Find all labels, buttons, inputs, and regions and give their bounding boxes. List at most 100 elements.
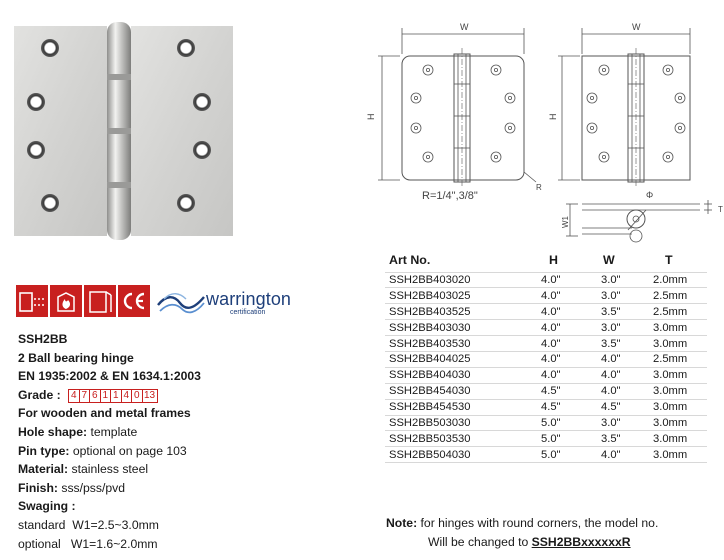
door-rating-icon <box>16 285 48 317</box>
cell-h: 4.0" <box>535 303 595 320</box>
pin-type-value: optional on page 103 <box>72 443 187 458</box>
cell-t: 2.0mm <box>653 271 707 288</box>
cell-w: 4.0" <box>595 382 653 400</box>
cell-art-no: SSH2BB403525 <box>385 303 535 320</box>
finish-label: Finish: <box>18 480 58 495</box>
optional-swaging: optional W1=1.6~2.0mm <box>18 536 158 551</box>
cell-t: 3.0mm <box>653 398 707 416</box>
cell-art-no: SSH2BB454030 <box>385 382 535 400</box>
header-w: W <box>603 252 615 267</box>
product-specifications: SSH2BB 2 Ball bearing hinge EN 1935:2002… <box>18 330 318 553</box>
cell-h: 5.0" <box>535 430 595 447</box>
cell-art-no: SSH2BB503530 <box>385 430 535 447</box>
note-label: Note: <box>386 516 418 530</box>
cell-h: 4.0" <box>535 271 595 288</box>
cell-t: 3.0mm <box>653 446 707 464</box>
w1-dimension-label: W1 <box>561 215 570 228</box>
cell-t: 3.0mm <box>653 366 707 384</box>
cell-art-no: SSH2BB503030 <box>385 414 535 431</box>
pin-type-label: Pin type: <box>18 443 70 458</box>
grade-digit: 13 <box>141 388 158 403</box>
cell-h: 4.5" <box>535 382 595 400</box>
cell-h: 5.0" <box>535 446 595 464</box>
left-leaf <box>14 26 107 236</box>
technical-drawing: W W H H R R=1/4",3/8" W1 T Φ <box>366 22 723 243</box>
table-header-row: Art No. H W T <box>385 248 707 272</box>
square-corner-hinge-drawing <box>558 28 691 188</box>
cell-w: 4.5" <box>595 398 653 416</box>
standard-swaging: standard W1=2.5~3.0mm <box>18 517 159 532</box>
finish-value: sss/pss/pvd <box>61 480 126 495</box>
header-art-no: Art No. <box>389 252 431 267</box>
fire-rating-icon <box>50 285 82 317</box>
model-code: SSH2BB <box>18 332 68 346</box>
cell-w: 3.5" <box>595 335 653 352</box>
cell-w: 3.5" <box>595 303 653 320</box>
certification-strip: warrington certification <box>16 285 306 319</box>
round-corner-hinge-drawing <box>378 28 537 188</box>
door-fire-icon <box>84 285 116 317</box>
cell-art-no: SSH2BB404030 <box>385 366 535 384</box>
cell-art-no: SSH2BB504030 <box>385 446 535 464</box>
diameter-label: Φ <box>646 190 653 200</box>
cell-art-no: SSH2BB454530 <box>385 398 535 416</box>
cell-w: 4.0" <box>595 446 653 464</box>
drawing-holes-left <box>410 64 516 163</box>
radius-caption: R=1/4",3/8" <box>422 190 478 202</box>
cell-h: 4.0" <box>535 335 595 352</box>
cell-h: 4.0" <box>535 366 595 384</box>
cell-t: 3.0mm <box>653 319 707 336</box>
ce-mark-icon <box>118 285 150 317</box>
note: Note: for hinges with round corners, the… <box>386 514 720 552</box>
screw-holes <box>27 39 211 212</box>
cell-art-no: SSH2BB403020 <box>385 271 535 288</box>
swaging-label: Swaging : <box>18 499 76 514</box>
cell-w: 3.0" <box>595 287 653 304</box>
use-description: For wooden and metal frames <box>18 406 191 421</box>
standards: EN 1935:2002 & EN 1634.1:2003 <box>18 369 201 384</box>
cell-t: 3.0mm <box>653 414 707 431</box>
hole-shape-label: Hole shape: <box>18 424 88 439</box>
cell-w: 4.0" <box>595 350 653 368</box>
width-dimension-label-2: W <box>632 22 641 32</box>
cell-w: 4.0" <box>595 366 653 384</box>
cell-h: 4.5" <box>535 398 595 416</box>
thickness-dimension-label: T <box>718 205 723 214</box>
cell-h: 4.0" <box>535 287 595 304</box>
cell-h: 4.0" <box>535 350 595 368</box>
height-dimension-label-2: H <box>548 114 558 121</box>
material-value: stainless steel <box>71 462 149 477</box>
header-h: H <box>549 252 558 267</box>
hinge-side-view <box>566 200 712 243</box>
material-label: Material: <box>18 462 69 477</box>
cell-t: 2.5mm <box>653 303 707 320</box>
cell-t: 2.5mm <box>653 350 707 368</box>
drawing-holes-right <box>586 64 686 163</box>
cell-h: 4.0" <box>535 319 595 336</box>
header-t: T <box>665 252 673 267</box>
warrington-logo-text: warrington <box>206 289 292 309</box>
cell-w: 3.0" <box>595 271 653 288</box>
cell-t: 2.5mm <box>653 287 707 304</box>
warrington-wave-logo-icon <box>157 293 205 314</box>
cell-art-no: SSH2BB403025 <box>385 287 535 304</box>
note-line1: for hinges with round corners, the model… <box>417 516 659 530</box>
cell-art-no: SSH2BB404025 <box>385 350 535 368</box>
cell-w: 3.5" <box>595 430 653 447</box>
cell-w: 3.0" <box>595 319 653 336</box>
product-description: 2 Ball bearing hinge <box>18 350 134 365</box>
cell-t: 3.0mm <box>653 335 707 352</box>
cell-art-no: SSH2BB403530 <box>385 335 535 352</box>
